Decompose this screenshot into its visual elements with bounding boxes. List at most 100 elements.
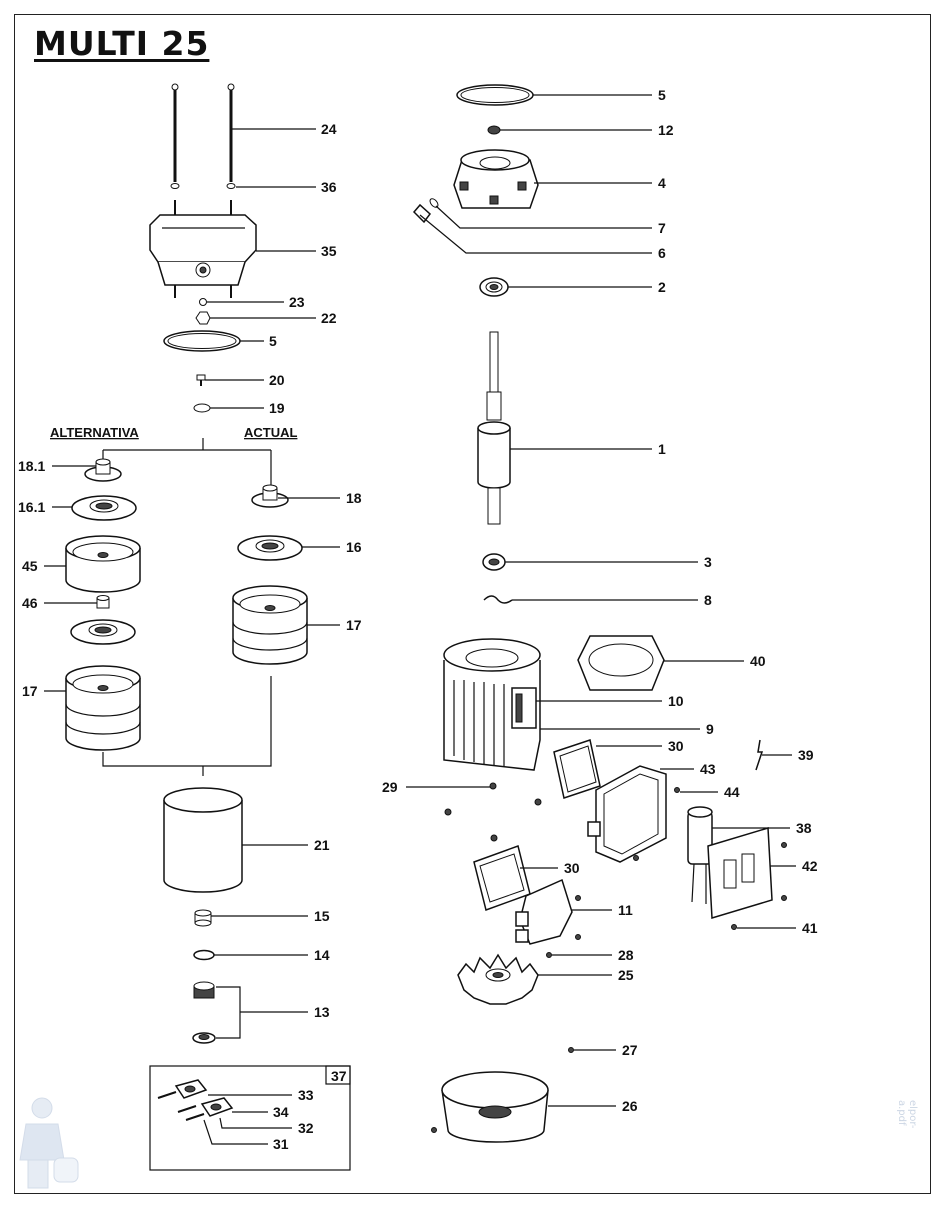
part-pump-body: [149, 200, 257, 298]
part-7-6: [412, 198, 439, 224]
part-motor-9: [443, 638, 541, 771]
part-18: [251, 484, 289, 508]
label-10: 10: [668, 693, 684, 709]
part-16-1: [71, 495, 137, 521]
label-29: 29: [382, 779, 398, 795]
label-16-1: 16.1: [18, 499, 45, 515]
label-16: 16: [346, 539, 362, 555]
label-23: 23: [289, 294, 305, 310]
label-6: 6: [658, 245, 666, 261]
part-flange-40: [577, 635, 665, 691]
label-4: 4: [658, 175, 666, 191]
label-7: 7: [658, 220, 666, 236]
header-current: ACTUAL: [244, 425, 297, 440]
label-22: 22: [321, 310, 337, 326]
label-46: 46: [22, 595, 38, 611]
label-42: 42: [802, 858, 818, 874]
label-20: 20: [269, 372, 285, 388]
label-5-right: 5: [658, 87, 666, 103]
label-26: 26: [622, 1098, 638, 1114]
label-24: 24: [321, 121, 337, 137]
label-8: 8: [704, 592, 712, 608]
label-36: 36: [321, 179, 337, 195]
label-11: 11: [618, 902, 633, 918]
label-39: 39: [798, 747, 814, 763]
part-screw-20: [196, 374, 206, 386]
part-mechanical-seal-13: [192, 981, 241, 1044]
part-impeller-alt: [70, 619, 136, 645]
label-19: 19: [269, 400, 285, 416]
part-18-1: [84, 458, 122, 482]
label-32: 32: [298, 1120, 314, 1136]
label-18-1: 18.1: [18, 458, 45, 474]
watermark-text: elpor-a.pdf: [896, 1100, 918, 1129]
label-27: 27: [622, 1042, 638, 1058]
kit-number-label: 37: [331, 1068, 347, 1084]
label-3: 3: [704, 554, 712, 570]
part-39: [755, 739, 764, 771]
part-capacitor-38: [687, 806, 713, 904]
header-alternative: ALTERNATIVA: [50, 425, 139, 440]
part-46: [96, 595, 110, 609]
part-labels: 24 36 35 23 22 5 20 19 18.1 16.1 45 46 1…: [18, 87, 818, 1152]
part-15: [194, 909, 212, 927]
kit-box: [149, 1065, 351, 1171]
part-plug: [195, 311, 211, 325]
part-screws: [431, 782, 787, 1133]
label-12: 12: [658, 122, 674, 138]
part-rotor-shaft-1: [477, 331, 511, 525]
part-bearing-2: [479, 277, 509, 297]
label-31: 31: [273, 1136, 289, 1152]
label-33: 33: [298, 1087, 314, 1103]
part-terminal-11: [515, 878, 573, 945]
part-tie-rods: [170, 83, 236, 189]
part-cover-42: [707, 827, 773, 919]
label-30-upper: 30: [668, 738, 684, 754]
part-washer-14: [193, 949, 215, 961]
label-44: 44: [724, 784, 740, 800]
part-gasket-30a: [553, 739, 601, 799]
label-1: 1: [658, 441, 666, 457]
part-12: [487, 125, 501, 135]
part-terminal-box-43: [587, 765, 667, 863]
drawing-frame: [14, 14, 931, 1194]
page-title: MULTI 25: [34, 24, 210, 63]
label-17-right: 17: [346, 617, 362, 633]
label-30-lower: 30: [564, 860, 580, 876]
label-28: 28: [618, 947, 634, 963]
kit-37-parts: [157, 1079, 292, 1145]
part-17-stack-left: [65, 665, 141, 751]
label-38: 38: [796, 820, 812, 836]
plumber-mascot-icon: [19, 1097, 79, 1189]
label-2: 2: [658, 279, 666, 295]
label-18: 18: [346, 490, 362, 506]
part-17-stack-right: [232, 585, 308, 665]
label-35: 35: [321, 243, 337, 259]
part-fan-cover-26: [441, 1071, 549, 1143]
part-gasket-30b: [473, 845, 531, 911]
label-43: 43: [700, 761, 716, 777]
label-5-left: 5: [269, 333, 277, 349]
label-34: 34: [273, 1104, 289, 1120]
part-spring-washer-8: [483, 595, 513, 604]
kit-number-box: [325, 1065, 351, 1085]
label-41: 41: [802, 920, 818, 936]
part-bracket-4: [453, 149, 539, 209]
part-16: [237, 535, 303, 561]
label-45: 45: [22, 558, 38, 574]
label-25: 25: [618, 967, 634, 983]
part-washer-19: [193, 403, 211, 413]
label-14: 14: [314, 947, 330, 963]
part-45: [65, 535, 141, 593]
leader-lines: [44, 94, 796, 1107]
label-17-left: 17: [22, 683, 38, 699]
label-15: 15: [314, 908, 330, 924]
part-sleeve-21: [163, 787, 243, 893]
label-40: 40: [750, 653, 766, 669]
label-13: 13: [314, 1004, 330, 1020]
part-fan-25: [457, 953, 539, 1005]
label-9: 9: [706, 721, 714, 737]
part-small-oring: [199, 298, 207, 306]
part-bearing-3: [482, 553, 506, 571]
